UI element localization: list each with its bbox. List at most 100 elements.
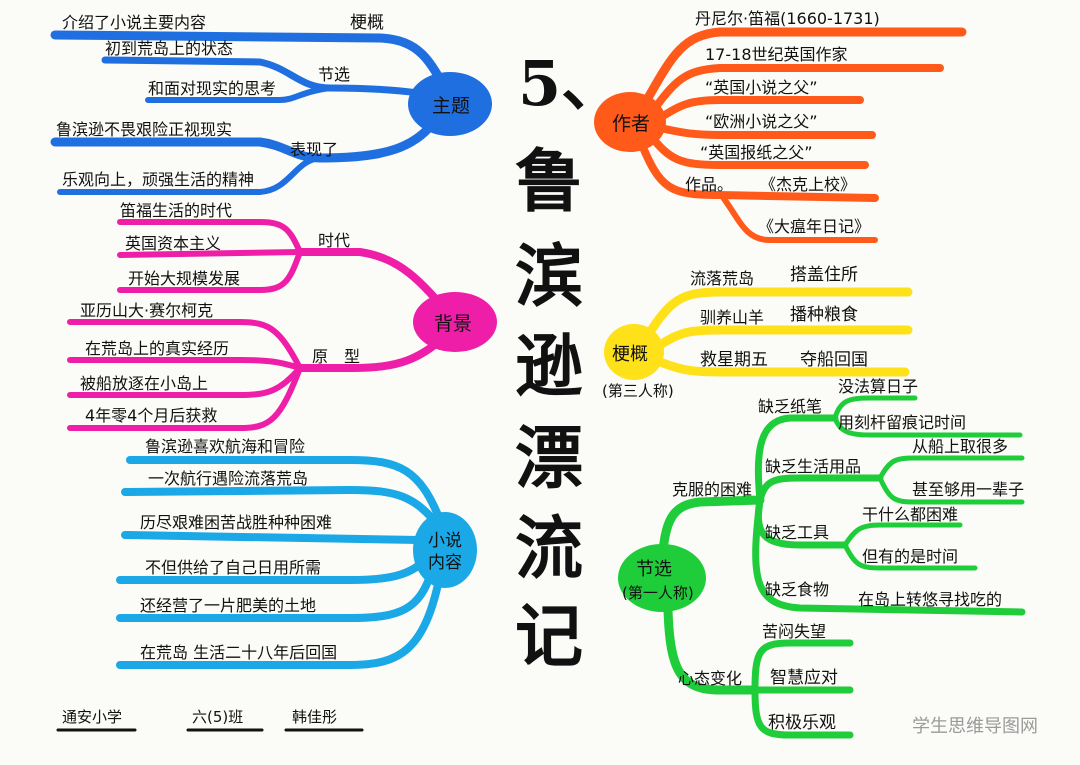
background-branch1-item-2: 英国资本主义 bbox=[125, 234, 221, 253]
central-title: 5、 鲁 滨 逊 漂 流 记 bbox=[515, 47, 623, 677]
excerpt-line-main2 bbox=[663, 605, 760, 695]
content-item-6: 在荒岛 生活二十八年后回国 bbox=[140, 643, 337, 662]
content-line-6 bbox=[116, 571, 444, 669]
content-item-1: 鲁滨逊喜欢航海和冒险 bbox=[145, 437, 305, 456]
synopsis-center-label: 梗概 bbox=[612, 344, 648, 365]
synopsis-row3-left: 救星期五 bbox=[700, 350, 768, 370]
bg-line-9 bbox=[67, 365, 303, 431]
footer-name: 韩佳彤 bbox=[292, 708, 337, 726]
author-item-5: “英国报纸之父” bbox=[700, 143, 813, 162]
background-branch1-label: 时代 bbox=[318, 231, 350, 250]
content-item-2: 一次航行遇险流落荒岛 bbox=[148, 469, 308, 488]
bg-line-4 bbox=[117, 249, 303, 293]
background-center-label: 背景 bbox=[434, 313, 472, 335]
theme-branch2-label: 节选 bbox=[318, 65, 350, 84]
background-branch2-item-3: 被船放逐在小岛上 bbox=[80, 374, 208, 393]
content-line-1 bbox=[126, 456, 444, 524]
excerpt-center-label: 节选 bbox=[636, 559, 672, 580]
footer: 通安小学 六(5)班 韩佳彤 bbox=[56, 708, 364, 732]
footer-class: 六(5)班 bbox=[192, 708, 243, 726]
theme-branch2-item-2: 和面对现实的思考 bbox=[148, 79, 276, 98]
theme-line-5 bbox=[57, 155, 323, 195]
title-char-5: 流 bbox=[515, 509, 583, 589]
watermark: 学生思维导图网 bbox=[912, 716, 1038, 737]
excerpt-mood-1: 苦闷失望 bbox=[762, 622, 826, 641]
author-item-4: “欧洲小说之父” bbox=[705, 112, 818, 131]
title-char-1: 鲁 bbox=[515, 142, 583, 222]
title-char-2: 滨 bbox=[515, 237, 583, 317]
author-line-1 bbox=[635, 27, 967, 117]
author-line-5 bbox=[646, 131, 869, 169]
background-node bbox=[413, 292, 497, 352]
excerpt-d4-item-1: 在岛上转悠寻找吃的 bbox=[858, 590, 1002, 609]
excerpt-line-d3a bbox=[842, 522, 963, 548]
author-item-1: 丹尼尔·笛福(1660-1731) bbox=[695, 9, 880, 28]
background-branch1-item-1: 笛福生活的时代 bbox=[120, 201, 232, 220]
author-center-label: 作者 bbox=[612, 113, 650, 135]
author-work-1: 《杰克上校》 bbox=[760, 175, 856, 194]
excerpt-node bbox=[618, 544, 706, 612]
author-works-label: 作品。 bbox=[685, 175, 733, 194]
excerpt-mood-3: 积极乐观 bbox=[768, 713, 836, 733]
background-branch2-item-2: 在荒岛上的真实经历 bbox=[85, 339, 229, 358]
synopsis-sub-label: (第三人称) bbox=[602, 382, 674, 400]
excerpt-line-d2b bbox=[877, 475, 1025, 505]
synopsis-row1-left: 流落荒岛 bbox=[690, 269, 754, 288]
author-line-7 bbox=[719, 193, 878, 243]
theme-branch3-item-1: 鲁滨逊不畏艰险正视现实 bbox=[56, 120, 232, 139]
bg-line-7 bbox=[67, 357, 303, 371]
background-branch bbox=[67, 219, 456, 431]
bg-line-3 bbox=[117, 249, 303, 258]
background-branch2-item-4: 4年零4个月后获救 bbox=[85, 406, 217, 425]
content-node bbox=[413, 512, 477, 588]
excerpt-difficulty-label: 克服的困难 bbox=[672, 480, 752, 499]
author-work-2: 《大瘟年日记》 bbox=[758, 217, 870, 236]
theme-center-label: 主题 bbox=[432, 95, 470, 117]
excerpt-d3-item-2: 但有的是时间 bbox=[862, 547, 958, 566]
content-item-5: 还经营了一片肥美的土地 bbox=[140, 596, 316, 615]
excerpt-line-d4 bbox=[752, 496, 1026, 616]
excerpt-mood-2: 智慧应对 bbox=[770, 668, 838, 688]
excerpt-d4-label: 缺乏食物 bbox=[765, 580, 829, 599]
excerpt-d2-item-2: 甚至够用一辈子 bbox=[912, 480, 1024, 499]
excerpt-branch bbox=[657, 395, 1026, 739]
synopsis-row1-right: 搭盖住所 bbox=[790, 265, 858, 285]
author-branch bbox=[635, 27, 967, 243]
excerpt-d3-label: 缺乏工具 bbox=[765, 523, 829, 542]
synopsis-node bbox=[604, 324, 664, 380]
theme-branch3-item-2: 乐观向上，顽强生活的精神 bbox=[62, 170, 254, 189]
excerpt-d1-label: 缺乏纸笔 bbox=[758, 397, 822, 416]
title-char-6: 记 bbox=[515, 597, 583, 677]
theme-branch2-item-1: 初到荒岛上的状态 bbox=[105, 39, 233, 58]
bg-line-8 bbox=[67, 365, 303, 398]
author-item-2: 17-18世纪英国作家 bbox=[705, 45, 848, 64]
excerpt-d1-item-2: 用刻杆留痕记时间 bbox=[838, 413, 966, 432]
excerpt-line-d2a bbox=[877, 455, 1025, 481]
theme-line-3 bbox=[145, 85, 333, 103]
excerpt-line-d2 bbox=[756, 474, 884, 504]
excerpt-mood-label: 心态变化 bbox=[678, 669, 742, 688]
author-line-3 bbox=[656, 96, 864, 122]
bg-line-6 bbox=[67, 319, 303, 371]
background-branch2-label: 原 型 bbox=[312, 347, 360, 366]
synopsis-branch bbox=[640, 287, 913, 377]
content-line-5 bbox=[116, 566, 436, 622]
synopsis-line-2 bbox=[655, 325, 913, 350]
content-item-4: 不但供给了自己日用所需 bbox=[145, 558, 321, 577]
theme-branch1-label: 梗概 bbox=[350, 13, 384, 33]
excerpt-sub-label: (第一人称) bbox=[622, 584, 694, 602]
excerpt-line-d3b bbox=[842, 542, 978, 571]
content-center-label-1: 小说 bbox=[428, 531, 462, 551]
excerpt-d2-label: 缺乏生活用品 bbox=[765, 457, 861, 476]
excerpt-line-d1b bbox=[832, 415, 1023, 438]
excerpt-line-m3 bbox=[751, 686, 854, 739]
synopsis-line-3 bbox=[650, 355, 910, 377]
theme-branch1-item-1: 介绍了小说主要内容 bbox=[62, 13, 206, 32]
excerpt-d2-item-1: 从船上取很多 bbox=[912, 437, 1008, 456]
bg-line-2 bbox=[117, 219, 303, 255]
synopsis-row2-left: 驯养山羊 bbox=[700, 308, 764, 327]
excerpt-line-d1a bbox=[832, 395, 918, 421]
content-center-label-2: 内容 bbox=[428, 553, 462, 573]
author-node bbox=[594, 92, 666, 152]
